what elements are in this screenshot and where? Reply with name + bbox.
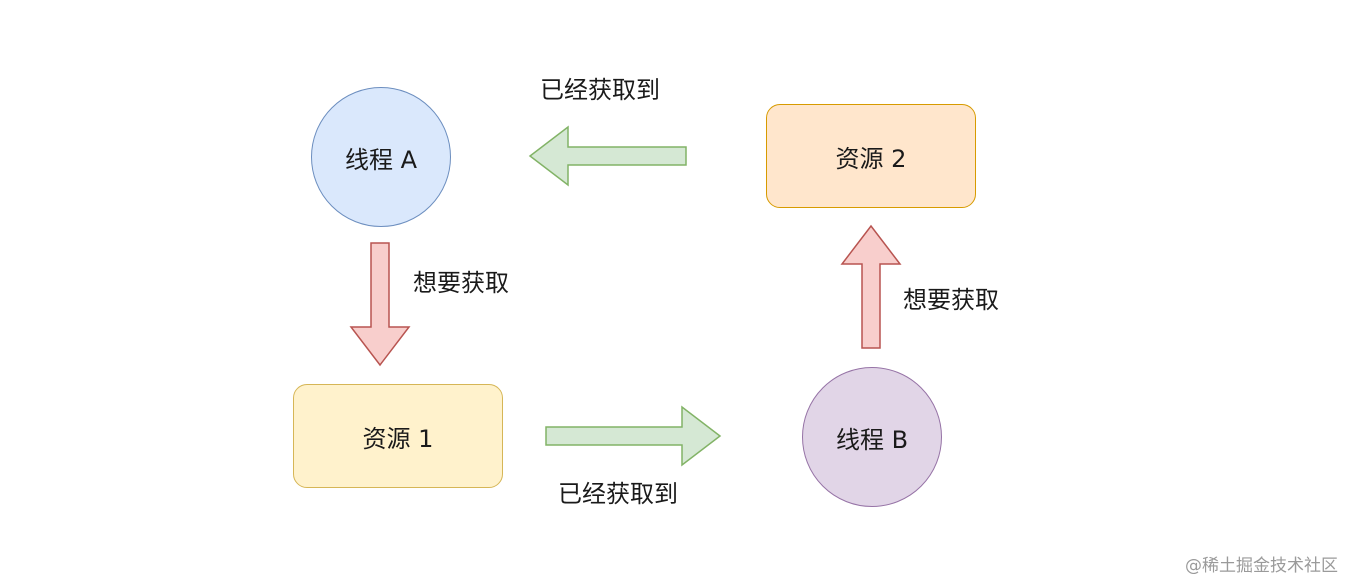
watermark: @稀土掘金技术社区: [1185, 556, 1338, 576]
thread-a-label: 线程 A: [344, 145, 418, 174]
edge-label-resource1-acquired-by-thread-b: 已经获取到: [558, 480, 678, 508]
thread-b-label: 线程 B: [835, 425, 909, 454]
resource-1-label: 资源 1: [362, 424, 434, 453]
resource-2-node: 资源 2: [766, 104, 976, 208]
resource-2-label: 资源 2: [835, 144, 907, 173]
edge-label-thread-a-wants: 想要获取: [413, 269, 509, 297]
edge-label-thread-b-wants: 想要获取: [903, 286, 999, 314]
thread-b-node: 线程 B: [802, 367, 942, 507]
arrow-wants-thread-a-to-resource1: [349, 242, 411, 367]
resource-1-node: 资源 1: [293, 384, 503, 488]
arrow-acquired-resource1-to-thread-b: [545, 405, 722, 467]
arrow-wants-thread-b-to-resource2: [840, 224, 902, 349]
thread-a-node: 线程 A: [311, 87, 451, 227]
arrow-acquired-resource2-to-thread-a: [528, 125, 687, 187]
edge-label-resource2-acquired-by-thread-a: 已经获取到: [540, 76, 660, 104]
